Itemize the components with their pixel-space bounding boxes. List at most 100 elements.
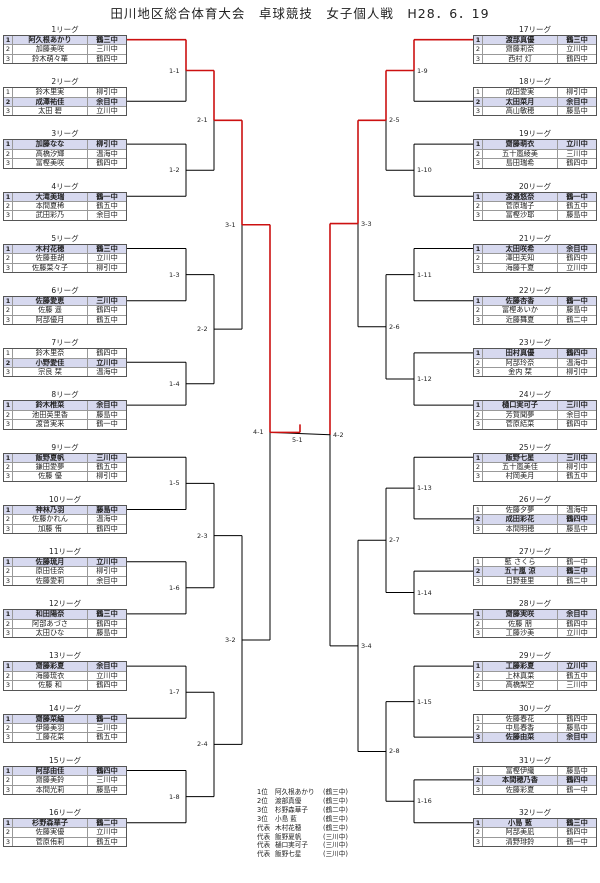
league-title: 32リーグ xyxy=(518,808,552,817)
match-label-1-9: 1-9 xyxy=(417,66,428,75)
rank-cell: 1 xyxy=(4,505,13,515)
match-label-2-2: 2-2 xyxy=(197,325,208,334)
rank-cell: 3 xyxy=(4,107,13,116)
player-name: 成田彩花 xyxy=(483,515,558,524)
rank-cell: 2 xyxy=(474,358,483,367)
rank-cell: 2 xyxy=(474,306,483,315)
school-name: 鶴三中 xyxy=(96,36,118,44)
player-name: 菅原瑞子 xyxy=(483,202,558,211)
result-place: 2位 xyxy=(257,796,268,805)
school-name: 三川中 xyxy=(96,45,118,54)
rank-cell: 3 xyxy=(4,629,13,638)
rank-cell: 1 xyxy=(474,244,483,254)
result-name: 木村花穂 xyxy=(275,823,302,832)
rank-cell: 2 xyxy=(4,45,13,54)
rank-cell: 1 xyxy=(474,88,483,97)
school-name: 立川中 xyxy=(96,558,118,566)
player-name: 高山敏穂 xyxy=(483,107,558,116)
match-label-3-3: 3-3 xyxy=(361,219,372,228)
school-name: 柳引中 xyxy=(96,567,118,576)
league-title: 6リーグ xyxy=(51,286,79,295)
league-title: 26リーグ xyxy=(518,494,552,504)
match-label-1-16: 1-16 xyxy=(417,797,432,806)
league-title: 30リーグ xyxy=(518,703,552,713)
school-name: 鶴三中 xyxy=(96,244,118,253)
school-name: 柳引中 xyxy=(566,88,588,97)
player-name: 芳賀聞夢 xyxy=(483,410,558,420)
result-line: 代表飯野夏帆(三川中) xyxy=(257,833,377,842)
rank-cell: 1 xyxy=(4,819,13,828)
school-name: 鶴四中 xyxy=(96,159,118,168)
rank-cell: 2 xyxy=(474,45,483,54)
school-name: 余目中 xyxy=(96,576,118,585)
school-name: 余目中 xyxy=(566,410,588,419)
player-name: 佐藤夕夢 xyxy=(483,505,558,515)
school-name: 鶴一中 xyxy=(566,558,588,566)
result-name: 飯野夏帆 xyxy=(275,832,302,841)
school-name: 余目中 xyxy=(566,733,588,742)
school-name: 藤島中 xyxy=(566,211,588,220)
school-name: 鶴五中 xyxy=(566,671,588,680)
player-name: 藍 さくら xyxy=(483,558,558,567)
match-label-1-15: 1-15 xyxy=(417,697,432,706)
result-place: 3位 xyxy=(257,814,268,823)
player-name: 佐藤春花 xyxy=(483,714,558,723)
player-name: 小野愛佳 xyxy=(13,358,88,367)
league-title: 27リーグ xyxy=(518,547,552,556)
result-place: 代表 xyxy=(257,850,271,859)
rank-cell: 1 xyxy=(4,714,13,723)
rank-cell: 1 xyxy=(4,558,13,567)
result-line: 代表飯野七星(三川中) xyxy=(257,850,377,859)
league-title: 31リーグ xyxy=(518,755,552,765)
player-name: 齋藤実咲 xyxy=(483,610,558,619)
school-name: 鶴四中 xyxy=(566,54,588,63)
player-name: 伊藤美羽 xyxy=(13,724,88,733)
school-name: 立川中 xyxy=(96,106,118,115)
player-name: 富樫沙耶 xyxy=(483,211,558,220)
school-name: 立川中 xyxy=(96,358,118,367)
player-name: 齋藤菜綸 xyxy=(13,714,88,723)
result-place: 1位 xyxy=(257,788,268,796)
player-name: 佐藤愛莉 xyxy=(13,576,88,586)
league-title: 16リーグ xyxy=(48,808,82,817)
player-name: 木村花穂 xyxy=(13,244,88,254)
rank-cell: 2 xyxy=(474,515,483,524)
rank-cell: 3 xyxy=(4,837,13,847)
rank-cell: 3 xyxy=(474,315,483,325)
rank-cell: 1 xyxy=(4,453,13,462)
rank-cell: 1 xyxy=(474,505,483,515)
rank-cell: 2 xyxy=(4,149,13,159)
rank-cell: 2 xyxy=(474,567,483,576)
player-name: 宗良 栞 xyxy=(13,368,88,377)
match-label-1-10: 1-10 xyxy=(417,166,432,175)
player-name: 鎌田愛夢 xyxy=(13,463,88,472)
results-list: 1位阿久根あかり(鶴三中)2位渡部真優(鶴三中)3位杉野森華子(鶴二中)3位小島… xyxy=(257,788,377,859)
player-name: 加藤美咲 xyxy=(13,45,88,54)
league-title: 8リーグ xyxy=(51,390,79,400)
player-name: 渡部真優 xyxy=(483,36,558,45)
player-name: 渡曾実来 xyxy=(13,420,88,429)
